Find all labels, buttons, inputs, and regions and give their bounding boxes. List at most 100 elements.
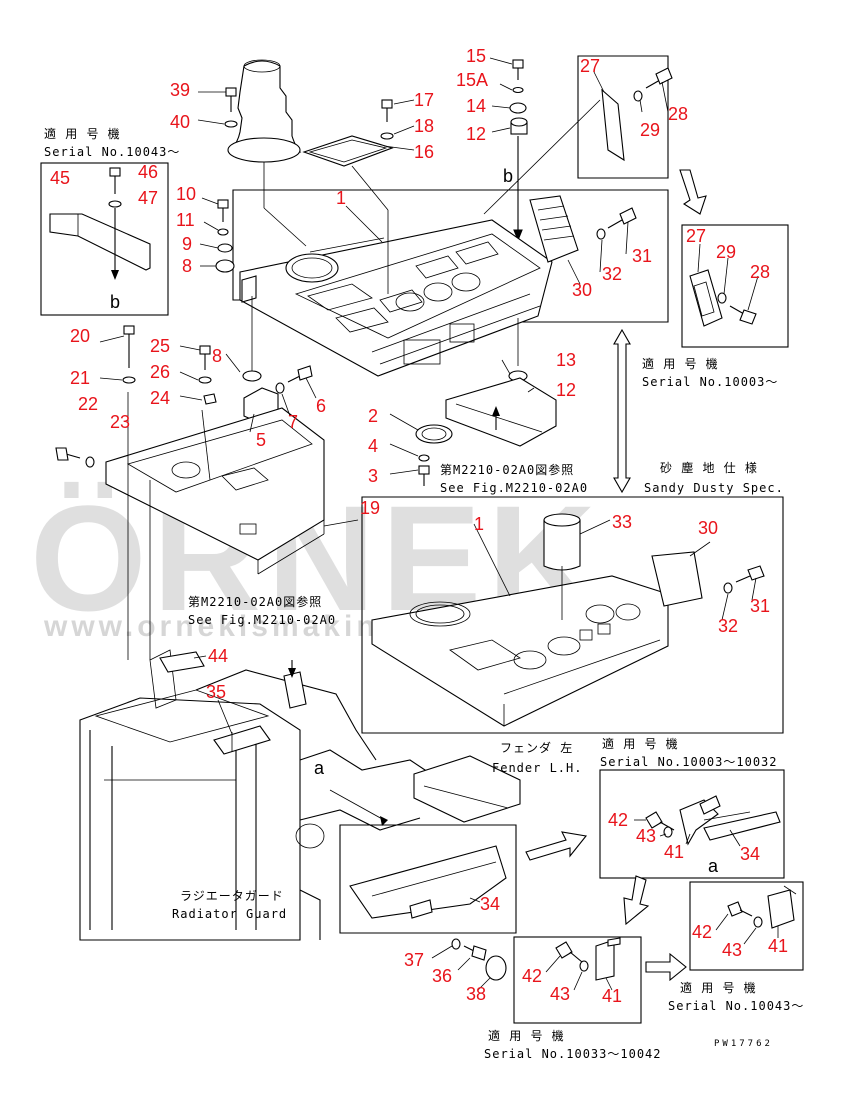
callout-7: 7 xyxy=(288,412,298,432)
note-serial-jp-c: 適 用 号 機 xyxy=(602,736,679,751)
callout-41a: 41 xyxy=(664,842,684,862)
bolt-10 xyxy=(217,199,229,209)
callout-5: 5 xyxy=(256,430,266,450)
cover-30a xyxy=(529,195,579,263)
callout-15: 15 xyxy=(466,46,486,66)
bolt-22 xyxy=(55,447,81,461)
inset-box-bracket-27-detail xyxy=(681,224,789,348)
callout-9: 9 xyxy=(182,234,192,254)
bracket-ref xyxy=(283,660,307,709)
washer-11 xyxy=(217,228,229,236)
callout-8: 8 xyxy=(182,256,192,276)
callout-30: 30 xyxy=(572,280,592,300)
sandy-spec-box xyxy=(361,496,784,734)
callout-46: 46 xyxy=(138,162,158,182)
bolt-46 xyxy=(109,167,121,177)
callout-6: 6 xyxy=(316,396,326,416)
arrow-updown xyxy=(613,328,631,494)
cap-38 xyxy=(485,955,507,981)
bracket-45 xyxy=(49,213,151,271)
note-serial-10033-10042: Serial No.10033～10042 xyxy=(484,1047,662,1061)
callout-41b: 41 xyxy=(602,986,622,1006)
callout-36: 36 xyxy=(432,966,452,986)
note-serial-jp-d: 適 用 号 機 xyxy=(680,980,757,995)
callout-24: 24 xyxy=(150,388,170,408)
callout-3: 3 xyxy=(368,466,378,486)
letter-b-top: b xyxy=(503,166,513,186)
callout-42c: 42 xyxy=(692,922,712,942)
bolt-3 xyxy=(418,465,430,475)
washer-43a xyxy=(663,826,673,838)
chassis-frame xyxy=(149,649,441,940)
note-serial-jp-a: 適 用 号 機 xyxy=(44,126,121,141)
callout-25: 25 xyxy=(150,336,170,356)
inset-box-serial-10043-b xyxy=(689,881,804,971)
lower-panel-19 xyxy=(105,407,325,575)
callout-12: 12 xyxy=(466,124,486,144)
bolt-42c xyxy=(727,901,753,917)
callout-14: 14 xyxy=(466,96,486,116)
cushion-8b xyxy=(242,370,262,382)
note-serial-10043-b: Serial No.10043～ xyxy=(668,999,804,1013)
callout-1: 1 xyxy=(336,188,346,208)
callout-2: 2 xyxy=(368,406,378,426)
arrow-right-1 xyxy=(525,831,588,861)
callout-27: 27 xyxy=(580,56,600,76)
callout-42b: 42 xyxy=(522,966,542,986)
bracket-35 xyxy=(213,725,271,755)
washer-18 xyxy=(380,132,394,140)
washer-9 xyxy=(217,243,233,253)
callout-19: 19 xyxy=(360,498,380,518)
callout-31b: 31 xyxy=(750,596,770,616)
callout-32: 32 xyxy=(602,264,622,284)
letter-b-inset: b xyxy=(110,292,120,312)
precleaner-33 xyxy=(543,513,581,620)
callout-45: 45 xyxy=(50,168,70,188)
cover-30b xyxy=(651,551,703,607)
washer-23 xyxy=(85,456,95,468)
washer-14 xyxy=(509,102,527,114)
note-serial-10043-a: Serial No.10043～ xyxy=(44,145,180,159)
washer-32b xyxy=(723,582,733,594)
callout-28b: 28 xyxy=(750,262,770,282)
note-fender-jp: フェンダ 左 xyxy=(500,740,573,755)
bolt-15 xyxy=(512,59,524,69)
bolt-42b xyxy=(555,941,583,963)
callout-34b: 34 xyxy=(480,894,500,914)
drawing-number: PW17762 xyxy=(714,1039,773,1049)
callout-37: 37 xyxy=(404,950,424,970)
washer-4 xyxy=(418,454,430,462)
callout-1b: 1 xyxy=(474,514,484,534)
bracket-27-detail xyxy=(689,269,723,327)
callout-12b: 12 xyxy=(556,380,576,400)
callout-43b: 43 xyxy=(550,984,570,1004)
callout-44: 44 xyxy=(208,646,228,666)
note-sandy-en: Sandy Dusty Spec. xyxy=(644,481,784,495)
cover-34 xyxy=(349,845,507,919)
callout-43a: 43 xyxy=(636,826,656,846)
cover-34-box xyxy=(339,824,517,934)
bolt-25 xyxy=(199,345,211,355)
washer-21 xyxy=(122,376,136,384)
callout-38: 38 xyxy=(466,984,486,1004)
callout-28: 28 xyxy=(668,104,688,124)
callout-15a: 15A xyxy=(456,70,488,90)
leader-lines xyxy=(99,57,779,991)
cover-34b xyxy=(703,811,781,841)
bolt-17 xyxy=(381,99,393,109)
note-radiator-en: Radiator Guard xyxy=(172,907,287,921)
inset-box-serial-10033-10042 xyxy=(513,936,642,1024)
cushion-8a xyxy=(215,259,235,273)
bracket-41c xyxy=(767,889,795,929)
note-serial-10003-10032: Serial No.10003～10032 xyxy=(600,755,778,769)
note-fender-en: Fender L.H. xyxy=(492,761,582,775)
bracket-44 xyxy=(159,651,205,673)
fender-lh xyxy=(413,755,521,823)
bolt-39 xyxy=(224,87,238,128)
callout-22: 22 xyxy=(78,394,98,414)
note-fig-jp-1: 第M2210-02A0図参照 xyxy=(440,462,574,477)
washer-43b xyxy=(579,960,589,972)
callout-40: 40 xyxy=(170,112,190,132)
